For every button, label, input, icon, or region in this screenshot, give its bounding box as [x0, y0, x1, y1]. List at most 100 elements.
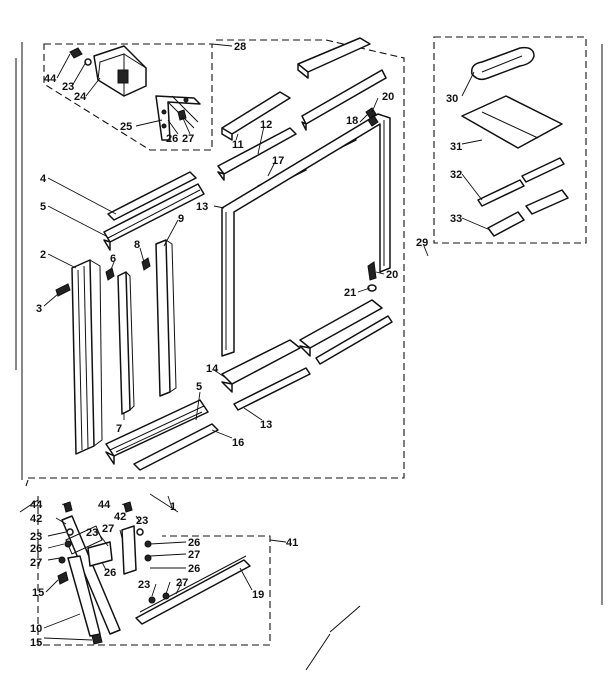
- group-41-boundary: [37, 496, 271, 646]
- callout-10: 10: [30, 623, 42, 635]
- group-28-boundary: [43, 43, 213, 151]
- callout-11: 11: [232, 139, 244, 151]
- screw-6: [105, 267, 115, 281]
- panel-31: [461, 95, 563, 149]
- callout-4: 4: [40, 173, 47, 185]
- callout-44-left: 44: [30, 499, 43, 511]
- top-rail-12: [217, 127, 297, 181]
- callout-5-bottom: 5: [196, 381, 202, 393]
- callout-23-mid: 23: [86, 527, 98, 539]
- callout-26-right-low: 26: [188, 563, 200, 575]
- callout-16: 16: [232, 437, 244, 449]
- screw-15-bottom: [91, 633, 103, 645]
- accessory-kit-29: [461, 46, 569, 237]
- callout-15-top: 15: [32, 587, 44, 599]
- callout-44: 44: [44, 73, 57, 85]
- screw-15-top: [57, 571, 69, 585]
- callout-33: 33: [450, 213, 462, 225]
- callout-41: 41: [286, 537, 298, 549]
- nut-26-rail: [148, 596, 156, 604]
- callout-27: 27: [182, 133, 194, 145]
- jamb-strip-9: [155, 239, 171, 397]
- callout-13: 13: [196, 201, 208, 213]
- callout-12: 12: [260, 119, 272, 131]
- top-rail-4: [107, 171, 197, 221]
- callout-13-bottom: 13: [260, 419, 272, 431]
- vertical-post-2: [71, 259, 95, 455]
- callout-20-bottom: 20: [386, 269, 398, 281]
- callout-27-right: 27: [188, 549, 200, 561]
- support-bar-10: [61, 515, 121, 635]
- callout-30: 30: [446, 93, 458, 105]
- callout-17: 17: [272, 155, 284, 167]
- callout-5: 5: [40, 201, 46, 213]
- washer-21: [367, 284, 377, 292]
- bottom-parts: [105, 299, 393, 471]
- sill-block-14: [221, 339, 301, 393]
- callout-26-left: 26: [30, 543, 42, 555]
- callout-14: 14: [206, 363, 219, 375]
- callout-23-rail: 23: [138, 579, 150, 591]
- callout-18: 18: [346, 115, 358, 127]
- jamb-strip-7: [117, 271, 131, 415]
- callout-9: 9: [178, 213, 184, 225]
- seal-strip-16: [133, 423, 219, 471]
- bracket-kit-41: [57, 501, 251, 645]
- callout-32: 32: [450, 169, 462, 181]
- edge-marks: [19, 44, 603, 671]
- callout-6: 6: [110, 253, 116, 265]
- callout-24: 24: [74, 91, 87, 103]
- washer-23-left: [66, 528, 74, 536]
- frame-inner-edge: [225, 120, 385, 350]
- callout-26: 26: [166, 133, 178, 145]
- callout-42-right: 42: [114, 511, 126, 523]
- callout-15-bottom: 15: [30, 637, 42, 649]
- callout-3: 3: [36, 303, 42, 315]
- callout-20: 20: [382, 91, 394, 103]
- callout-2: 2: [40, 249, 46, 261]
- callout-23: 23: [62, 81, 74, 93]
- callout-23-right: 23: [136, 515, 148, 527]
- callout-27-mid: 27: [102, 523, 114, 535]
- callout-21: 21: [344, 287, 356, 299]
- strip-32: [477, 179, 525, 207]
- washer-23-right: [136, 528, 144, 536]
- bracket-plate: [121, 525, 137, 575]
- callout-7: 7: [116, 423, 122, 435]
- screw-27-bracket: [177, 109, 187, 121]
- screw-20-bottom: [367, 261, 377, 281]
- callout-8: 8: [134, 239, 140, 251]
- callout-26-right: 26: [188, 537, 200, 549]
- screw-18: [365, 107, 377, 119]
- main-frame-13: [221, 113, 391, 357]
- callout-28: 28: [234, 41, 246, 53]
- screw-44-top: [69, 47, 83, 59]
- nut-26-left: [64, 540, 72, 548]
- callout-27-rail: 27: [176, 577, 188, 589]
- top-channel-11: [221, 91, 291, 141]
- left-parts: [55, 171, 205, 455]
- callout-26-mid: 26: [104, 567, 116, 579]
- washer-23-top: [84, 58, 92, 66]
- callout-29: 29: [416, 237, 428, 249]
- callout-25: 25: [120, 121, 132, 133]
- main-assembly-boundary: [15, 39, 405, 487]
- callout-1: 1: [170, 501, 176, 513]
- leader-lines: [43, 43, 491, 641]
- bracket-kit-28: [69, 45, 201, 141]
- callout-44-right: 44: [98, 499, 111, 511]
- fasteners-right: [365, 107, 379, 292]
- block-33: [487, 211, 525, 237]
- rail-19: [135, 559, 251, 625]
- callout-23-left: 23: [30, 531, 42, 543]
- nut-27-right: [144, 554, 152, 562]
- screw-20-top: [367, 115, 379, 127]
- screw-44-right: [123, 501, 133, 513]
- group-29-boundary: [433, 36, 587, 244]
- nut-27-left: [58, 556, 66, 564]
- sill-strip-13: [233, 367, 311, 411]
- callout-31: 31: [450, 141, 462, 153]
- callout-27-left: 27: [30, 557, 42, 569]
- screw-44-left: [63, 501, 73, 513]
